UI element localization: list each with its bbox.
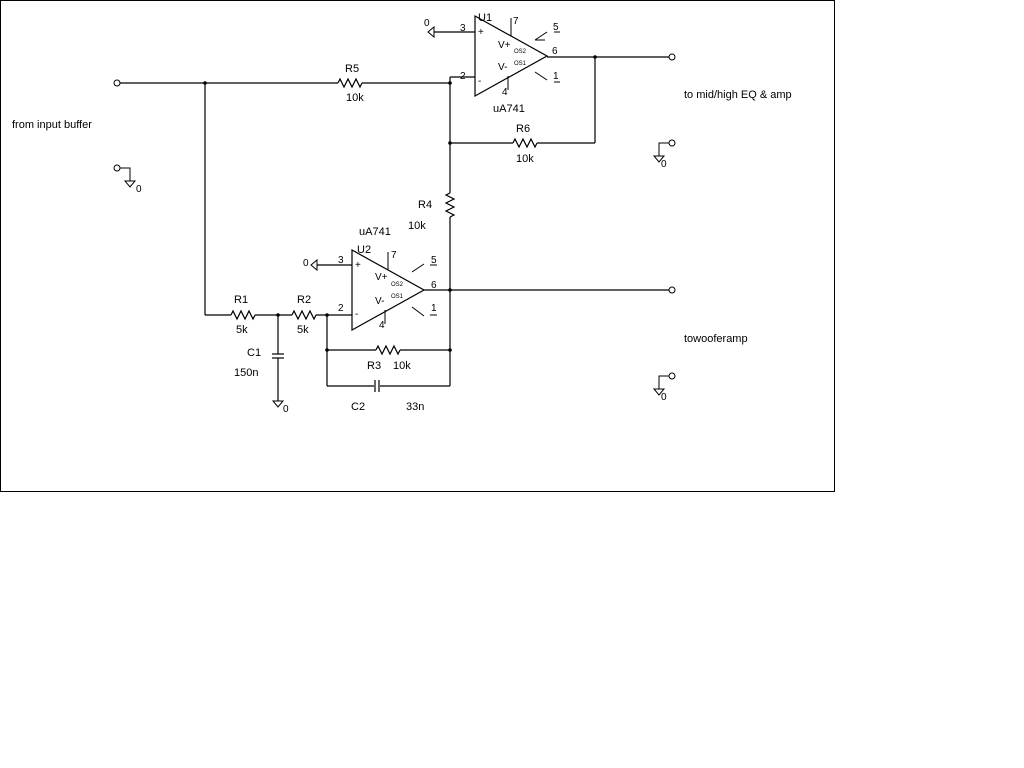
svg-text:10k: 10k — [408, 220, 426, 232]
resistor-r6 — [512, 137, 538, 149]
input-terminal — [113, 79, 121, 87]
output-high-terminal — [668, 53, 676, 61]
output-woofer-terminal — [668, 286, 676, 294]
svg-text:0: 0 — [283, 404, 289, 415]
svg-text:-: - — [355, 309, 358, 320]
svg-text:0: 0 — [303, 258, 309, 269]
resistor-r2 — [291, 309, 317, 321]
svg-text:7: 7 — [513, 16, 519, 27]
input-label: from input buffer — [12, 119, 92, 131]
svg-text:R2: R2 — [297, 294, 311, 306]
schematic-frame — [0, 0, 835, 492]
svg-text:10k: 10k — [393, 360, 411, 372]
svg-text:4: 4 — [502, 87, 508, 98]
input-ground-terminal — [113, 164, 121, 172]
svg-text:V+: V+ — [375, 272, 388, 283]
svg-text:V+: V+ — [498, 40, 511, 51]
svg-text:4: 4 — [379, 320, 385, 331]
svg-text:6: 6 — [431, 280, 437, 291]
svg-text:7: 7 — [391, 250, 397, 261]
svg-text:-: - — [478, 76, 481, 87]
svg-text:3: 3 — [338, 255, 344, 266]
ground-symbol — [427, 25, 435, 39]
resistor-r4 — [444, 192, 456, 218]
ground-symbol — [310, 258, 318, 272]
svg-text:U1: U1 — [478, 12, 492, 24]
svg-text:OS1: OS1 — [391, 294, 404, 300]
svg-text:R6: R6 — [516, 123, 530, 135]
svg-text:5k: 5k — [297, 324, 309, 336]
svg-text:R4: R4 — [418, 199, 432, 211]
ground-symbol — [271, 400, 285, 408]
svg-text:uA741: uA741 — [359, 226, 391, 238]
svg-text:6: 6 — [552, 46, 558, 57]
output-woofer-label: towooferamp — [684, 333, 748, 345]
svg-text:C1: C1 — [247, 347, 261, 359]
resistor-r5 — [337, 77, 363, 89]
svg-text:0: 0 — [661, 392, 667, 403]
svg-text:V-: V- — [498, 62, 507, 73]
svg-text:2: 2 — [338, 303, 344, 314]
ground-symbol — [123, 180, 137, 188]
svg-text:10k: 10k — [516, 153, 534, 165]
svg-text:1: 1 — [431, 303, 437, 314]
svg-text:uA741: uA741 — [493, 103, 525, 115]
ground-symbol — [652, 388, 666, 396]
svg-text:2: 2 — [460, 71, 466, 82]
svg-text:OS2: OS2 — [391, 282, 404, 288]
resistor-r3 — [375, 344, 401, 356]
svg-text:0: 0 — [424, 18, 430, 29]
svg-text:5: 5 — [431, 255, 437, 266]
svg-text:33n: 33n — [406, 401, 424, 413]
svg-text:5: 5 — [553, 22, 559, 33]
resistor-r1 — [230, 309, 256, 321]
svg-text:1: 1 — [553, 71, 559, 82]
svg-text:0: 0 — [136, 184, 142, 195]
svg-text:R3: R3 — [367, 360, 381, 372]
r5-value: 10k — [346, 92, 364, 104]
svg-text:3: 3 — [460, 23, 466, 34]
svg-text:+: + — [355, 260, 361, 271]
ground-symbol — [652, 155, 666, 163]
r5-ref: R5 — [345, 63, 359, 75]
svg-text:V-: V- — [375, 296, 384, 307]
svg-text:5k: 5k — [236, 324, 248, 336]
svg-text:+: + — [478, 27, 484, 38]
svg-text:0: 0 — [661, 159, 667, 170]
svg-text:OS2: OS2 — [514, 49, 527, 55]
svg-text:C2: C2 — [351, 401, 365, 413]
svg-text:U2: U2 — [357, 244, 371, 256]
svg-text:R1: R1 — [234, 294, 248, 306]
svg-text:OS1: OS1 — [514, 61, 527, 67]
svg-text:150n: 150n — [234, 367, 258, 379]
output-high-label: to mid/high EQ & amp — [684, 89, 792, 101]
